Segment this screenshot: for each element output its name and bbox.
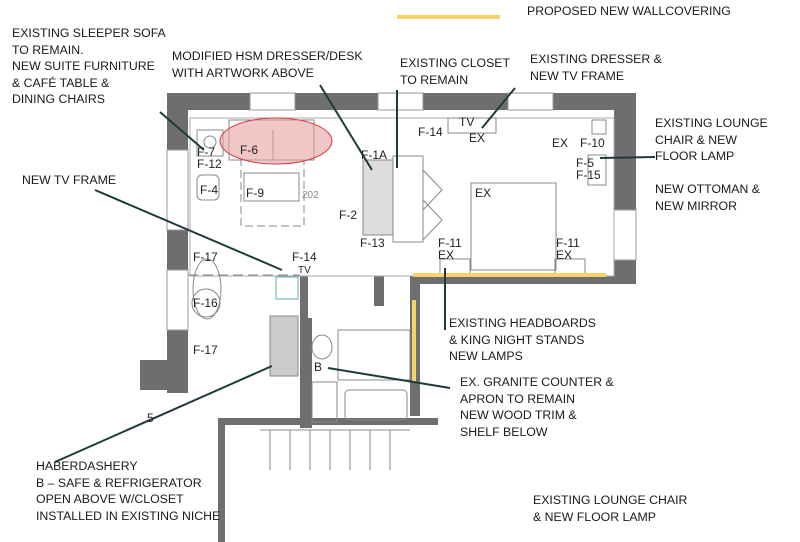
tag-tv-top: TV: [459, 115, 475, 129]
tag-f15: F-15: [576, 168, 601, 182]
note-ottoman: NEW OTTOMAN & NEW MIRROR: [655, 182, 760, 213]
tag-ex-right: EX: [556, 248, 573, 262]
tag-f6: F-6: [240, 143, 258, 157]
tag-f14-bottom: F-14: [292, 250, 317, 264]
note-closet: EXISTING CLOSET TO REMAIN: [400, 56, 511, 87]
tag-f11-right: F-11: [556, 236, 580, 250]
tag-f9: F-9: [246, 186, 264, 200]
tag-f17-top: F-17: [193, 250, 218, 264]
note-granite: EX. GRANITE COUNTER & APRON TO REMAIN NE…: [460, 375, 614, 439]
tag-f4: F-4: [200, 183, 218, 197]
tag-ex-left: EX: [438, 248, 455, 262]
tag-tv-bottom: TV: [298, 265, 311, 276]
furniture: [188, 117, 615, 470]
tag-f16: F-16: [193, 296, 218, 310]
callout-arrows: [54, 84, 656, 463]
note-headboards: EXISTING HEADBOARDS & KING NIGHT STANDS …: [449, 316, 596, 363]
note-desk: MODIFIED HSM DRESSER/DESK WITH ARTWORK A…: [172, 49, 363, 80]
note-lounge-bottom: EXISTING LOUNGE CHAIR & NEW FLOOR LAMP: [533, 493, 688, 524]
tag-ex-bed: EX: [475, 186, 492, 200]
room-number: 202: [302, 190, 319, 201]
note-lounge-top: EXISTING LOUNGE CHAIR & NEW FLOOR LAMP: [655, 116, 768, 163]
tag-ex-dresser: EX: [469, 131, 486, 145]
tag-f14-top: F-14: [418, 125, 443, 139]
tag-5: 5: [147, 411, 154, 425]
tag-b: B: [314, 360, 323, 374]
tag-f2: F-2: [339, 208, 357, 222]
tag-f17-bottom: F-17: [193, 343, 218, 357]
tag-f11-left: F-11: [438, 236, 462, 250]
note-sofa: EXISTING SLEEPER SOFA TO REMAIN. NEW SUI…: [12, 26, 166, 106]
stairs: [260, 429, 410, 470]
windows: [166, 92, 637, 331]
tag-f1a: F-1A: [361, 148, 388, 162]
tag-f10: F-10: [580, 136, 605, 150]
tag-f13: F-13: [360, 236, 385, 250]
tag-f5: F-5: [576, 156, 594, 170]
note-tv-frame: NEW TV FRAME: [22, 173, 117, 187]
tag-f12: F-12: [197, 157, 222, 171]
legend-label: PROPOSED NEW WALLCOVERING: [527, 4, 731, 18]
sofa-highlight: [219, 117, 333, 165]
tag-ex-lounge: EX: [552, 136, 569, 150]
note-dresser: EXISTING DRESSER & NEW TV FRAME: [530, 52, 662, 83]
note-haberdashery: HABERDASHERY B – SAFE & REFRIGERATOR OPE…: [36, 459, 221, 523]
tag-f7: F-7: [197, 145, 215, 159]
